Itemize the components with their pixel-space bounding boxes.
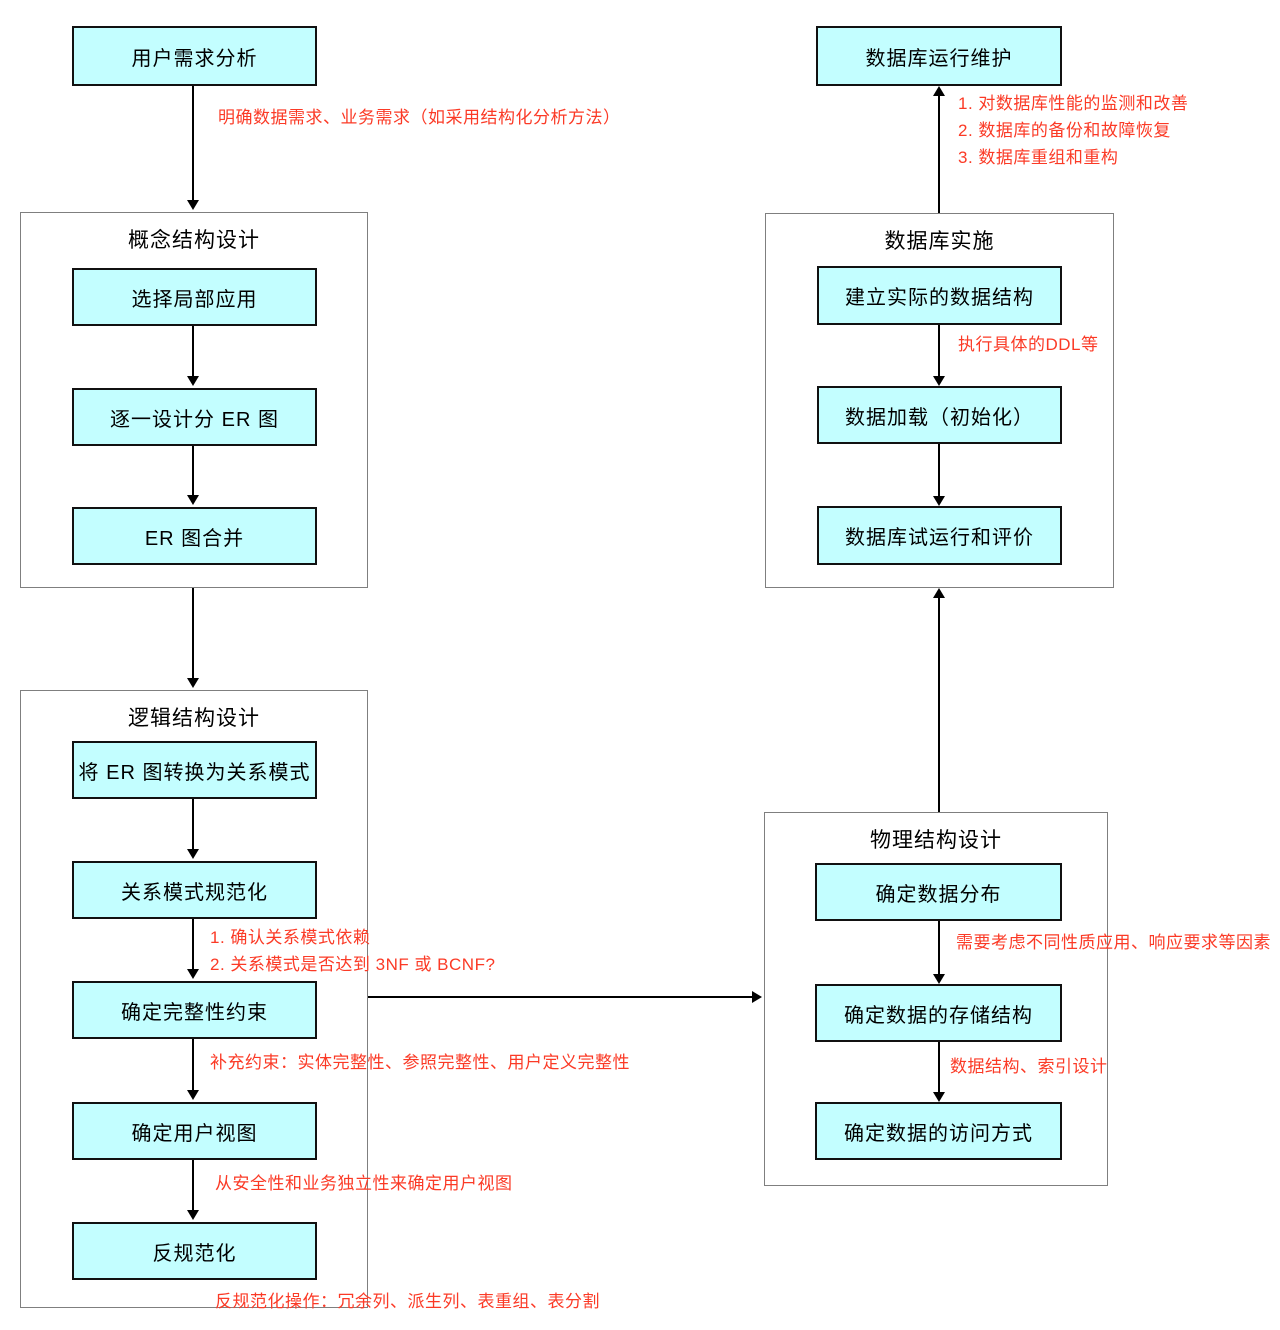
annotation-distribution: 需要考虑不同性质应用、响应要求等因素 — [956, 933, 1271, 952]
node-create-data-structures: 建立实际的数据结构 — [817, 266, 1062, 325]
annotation-maintenance-list: 1. 对数据库性能的监测和改善 2. 数据库的备份和故障恢复 3. 数据库重组和… — [958, 90, 1188, 171]
annotation-normalization-item: 1. 确认关系模式依赖 — [210, 928, 371, 947]
node-denormalization: 反规范化 — [72, 1222, 317, 1280]
arrow-physical-to-implementation — [933, 588, 945, 812]
node-access-method: 确定数据的访问方式 — [815, 1102, 1062, 1160]
node-trial-run-evaluation: 数据库试运行和评价 — [817, 506, 1062, 565]
node-data-loading: 数据加载（初始化） — [817, 386, 1062, 444]
node-define-user-views: 确定用户视图 — [72, 1102, 317, 1160]
annotation-storage: 数据结构、索引设计 — [950, 1057, 1108, 1076]
node-merge-er-diagrams: ER 图合并 — [72, 507, 317, 565]
node-select-local-application: 选择局部应用 — [72, 268, 317, 326]
node-design-er-diagrams: 逐一设计分 ER 图 — [72, 388, 317, 446]
arrow-storage-to-access — [933, 1042, 945, 1102]
annotation-maintenance-item: 2. 数据库的备份和故障恢复 — [958, 121, 1171, 140]
annotation-normalization-item: 2. 关系模式是否达到 3NF 或 BCNF? — [210, 955, 496, 974]
arrow-load-to-trial — [933, 444, 945, 506]
node-convert-er-to-relational: 将 ER 图转换为关系模式 — [72, 741, 317, 799]
annotation-integrity: 补充约束：实体完整性、参照完整性、用户定义完整性 — [210, 1053, 630, 1072]
annotation-normalization-list: 1. 确认关系模式依赖 2. 关系模式是否达到 3NF 或 BCNF? — [210, 924, 495, 978]
node-user-requirements: 用户需求分析 — [72, 26, 317, 86]
node-normalize-relational-schema: 关系模式规范化 — [72, 861, 317, 919]
arrow-distribution-to-storage — [933, 921, 945, 984]
arrow-views-to-denormalization — [187, 1160, 199, 1220]
arrow-convert-to-normalize — [187, 799, 199, 859]
annotation-requirements: 明确数据需求、业务需求（如采用结构化分析方法） — [218, 108, 621, 127]
arrow-create-to-load — [933, 325, 945, 386]
arrow-conceptual-to-logical — [187, 588, 199, 688]
group-db-implementation-title: 数据库实施 — [884, 230, 995, 253]
annotation-denormalization: 反规范化操作：冗余列、派生列、表重组、表分割 — [215, 1292, 600, 1311]
group-physical-design-title: 物理结构设计 — [870, 829, 1002, 852]
annotation-maintenance-item: 3. 数据库重组和重构 — [958, 148, 1119, 167]
node-data-distribution: 确定数据分布 — [815, 863, 1062, 921]
annotation-maintenance-item: 1. 对数据库性能的监测和改善 — [958, 94, 1189, 113]
annotation-ddl: 执行具体的DDL等 — [958, 335, 1099, 354]
arrow-integrity-to-views — [187, 1039, 199, 1100]
node-define-integrity-constraints: 确定完整性约束 — [72, 981, 317, 1039]
arrow-normalize-to-integrity — [187, 919, 199, 979]
arrow-logical-to-physical — [368, 991, 762, 1003]
node-db-maintenance: 数据库运行维护 — [816, 26, 1062, 86]
arrow-implementation-to-maintenance — [933, 86, 945, 213]
group-conceptual-design-title: 概念结构设计 — [128, 229, 260, 252]
group-logical-design-title: 逻辑结构设计 — [128, 707, 260, 730]
node-storage-structure: 确定数据的存储结构 — [815, 984, 1062, 1042]
arrow-requirements-to-conceptual — [187, 86, 199, 210]
arrow-select-to-design-er — [187, 326, 199, 386]
annotation-user-view: 从安全性和业务独立性来确定用户视图 — [215, 1174, 513, 1193]
arrow-design-er-to-merge — [187, 446, 199, 505]
